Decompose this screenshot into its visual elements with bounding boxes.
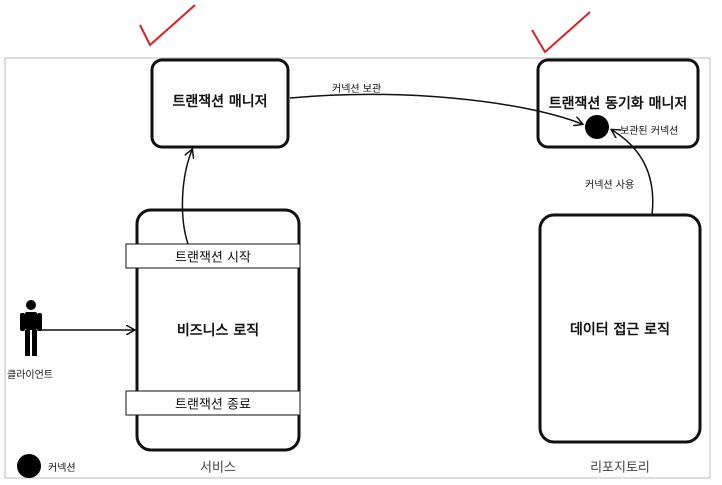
- tx-start-stripe: [125, 243, 301, 269]
- stored-connection-label: 보관된 커넥션: [620, 126, 679, 137]
- data-access-logic-label: 데이터 접근 로직: [570, 322, 670, 338]
- tx-manager-title: 트랜잭션 매니저: [172, 94, 268, 110]
- repository-box: [538, 213, 702, 444]
- tx-end-stripe: [125, 390, 301, 416]
- legend-connection-dot: [17, 454, 41, 478]
- business-logic-label: 비즈니스 로직: [176, 323, 260, 339]
- client-label: 클라이언트: [7, 370, 53, 381]
- arrow-connection-store: [289, 93, 582, 124]
- tx-start-label: 트랜잭션 시작: [175, 250, 251, 266]
- arrow-tx-start-to-manager: [181, 150, 192, 245]
- legend-connection-label: 커넥션: [48, 463, 76, 474]
- service-label: 서비스: [200, 460, 236, 476]
- repository-label: 리포지토리: [590, 460, 650, 476]
- tx-sync-manager-title: 트랜잭션 동기화 매니저: [548, 96, 688, 112]
- connection-use-label: 커넥션 사용: [585, 180, 635, 191]
- tx-end-label: 트랜잭션 종료: [175, 397, 251, 413]
- stored-connection-dot: [585, 115, 609, 139]
- arrow-connection-use: [612, 130, 654, 216]
- outer-frame: [4, 57, 711, 479]
- checkmark-icon: [139, 4, 196, 47]
- service-box: [135, 208, 301, 452]
- client-person-icon: [20, 300, 42, 356]
- tx-manager-box: [150, 58, 290, 149]
- connection-store-label: 커넥션 보관: [332, 84, 382, 95]
- checkmark-icon: [531, 11, 591, 54]
